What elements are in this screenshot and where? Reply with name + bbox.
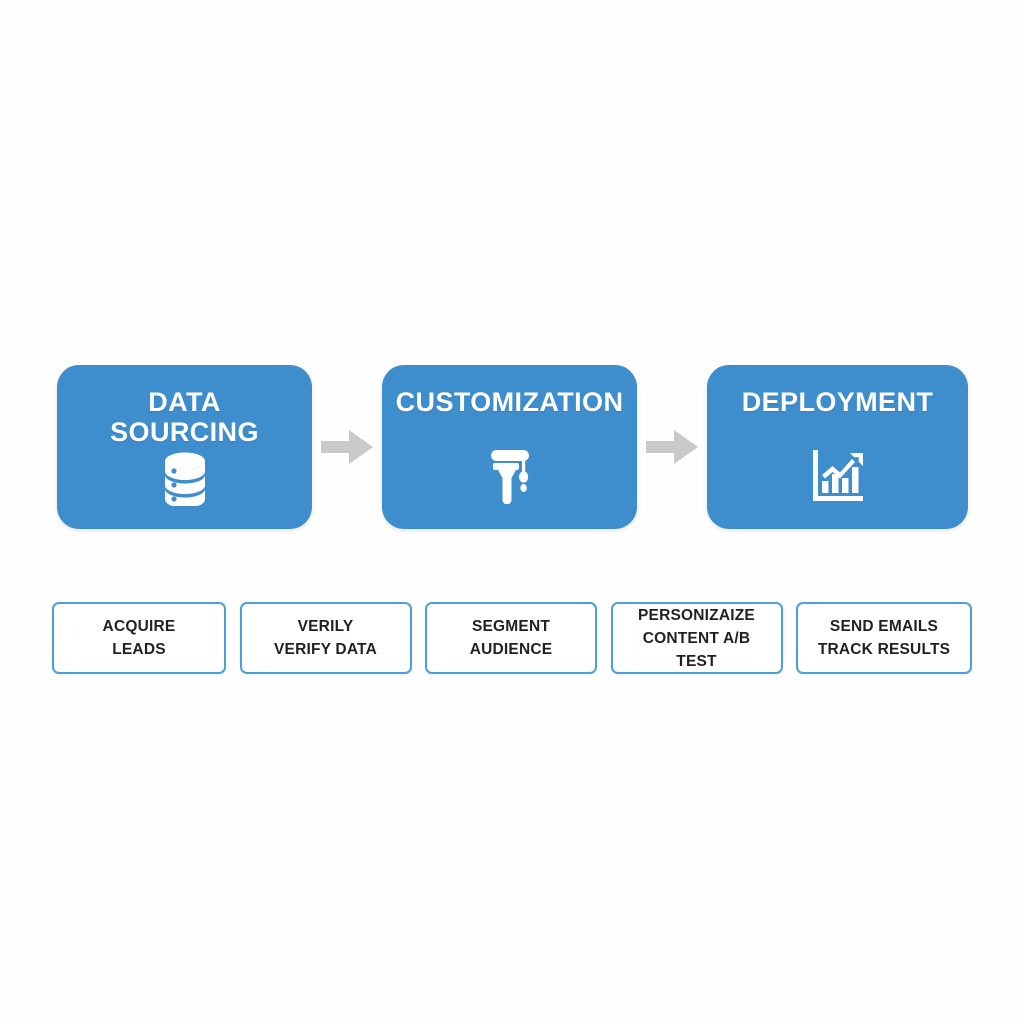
connector-2 [637,421,707,473]
connector-1 [312,421,382,473]
arrow-right-icon [321,430,373,464]
task-card-acquire-leads[interactable]: ACQUIRE LEADS [52,602,226,674]
task-card-send-emails[interactable]: SEND EMAILS TRACK RESULTS [796,602,972,674]
stage-title: DEPLOYMENT [741,387,934,417]
bar-chart-growth-icon [809,447,867,505]
stage-title: DATA SOURCING [110,387,259,447]
task-card-row: ACQUIRE LEADS VERILY VERIFY DATA SEGMENT… [52,602,972,674]
stage-box-customization[interactable]: CUSTOMIZATION [382,365,637,529]
task-label: ACQUIRE LEADS [102,618,176,658]
stage-title: CUSTOMIZATION [395,387,624,417]
arrow-right-icon [646,430,698,464]
paint-roller-icon [481,447,539,505]
stage-box-deployment[interactable]: DEPLOYMENT [707,365,968,529]
task-card-verify-data[interactable]: VERILY VERIFY DATA [239,602,412,674]
task-label: VERILY VERIFY DATA [274,618,377,658]
task-label: PERSONIZAIZE CONTENT A/B TEST [638,606,755,670]
task-label: SEGMENT AUDIENCE [469,618,553,658]
task-card-personalize-content[interactable]: PERSONIZAIZE CONTENT A/B TEST [610,602,783,674]
stage-row: DATA SOURCING [57,365,968,529]
stage-box-data-sourcing[interactable]: DATA SOURCING [57,365,312,529]
task-label: SEND EMAILS TRACK RESULTS [817,618,951,658]
task-card-segment-audience[interactable]: SEGMENT AUDIENCE [425,602,597,674]
database-icon [156,449,214,507]
